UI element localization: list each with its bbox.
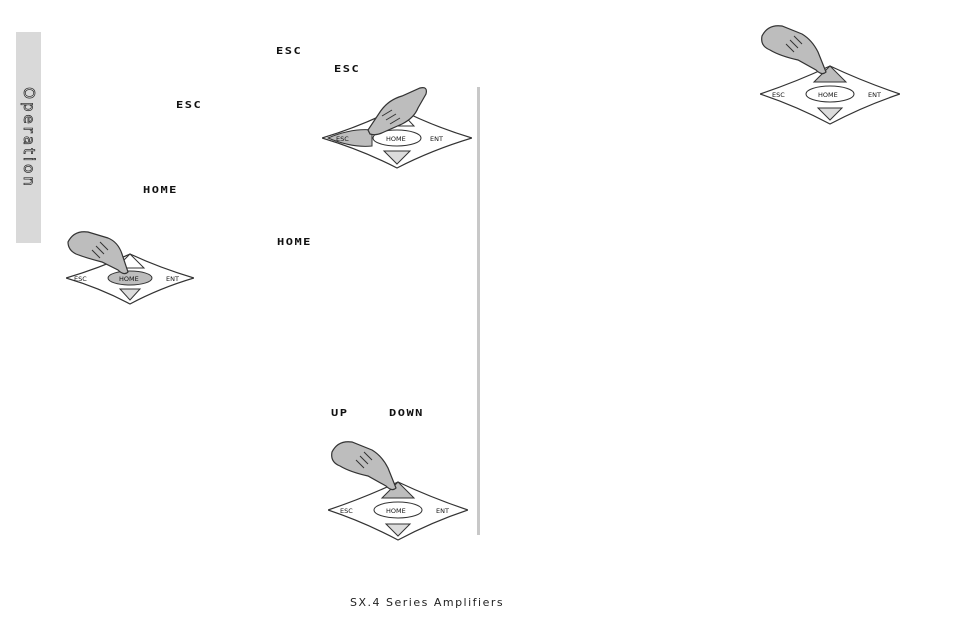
ent-key-label: ENT — [430, 135, 443, 143]
home-key-label: HOME — [386, 135, 406, 143]
keyword-home: HOME — [143, 184, 178, 196]
home-key-label: HOME — [386, 507, 406, 515]
ent-key-label: ENT — [436, 507, 449, 515]
section-tab-label: Operation — [19, 86, 38, 189]
keyword-home: HOME — [277, 236, 312, 248]
esc-key-label: ESC — [340, 507, 353, 515]
keyword-up: UP — [331, 407, 349, 419]
esc-key-label: ESC — [772, 91, 785, 99]
page-footer: SX.4 Series Amplifiers — [350, 596, 505, 609]
keypad-press-esc-illustration: ESC HOME ENT — [322, 86, 472, 172]
esc-key-label: ESC — [74, 275, 87, 283]
section-tab: Operation — [16, 32, 41, 243]
ent-key-label: ENT — [868, 91, 881, 99]
keypad-press-home-illustration: ESC HOME ENT — [66, 228, 194, 308]
keypad-press-up-illustration: ESC HOME ENT — [328, 436, 468, 544]
home-key-label: HOME — [818, 91, 838, 99]
keyword-down: DOWN — [389, 407, 424, 419]
home-key-label: HOME — [119, 275, 139, 283]
keyword-esc: ESC — [276, 45, 303, 57]
ent-key-label: ENT — [166, 275, 179, 283]
keyword-esc: ESC — [334, 63, 361, 75]
keypad-press-up-illustration: ESC HOME ENT — [760, 22, 900, 126]
column-divider — [477, 87, 480, 535]
keyword-esc: ESC — [176, 99, 203, 111]
esc-key-label: ESC — [336, 135, 349, 143]
